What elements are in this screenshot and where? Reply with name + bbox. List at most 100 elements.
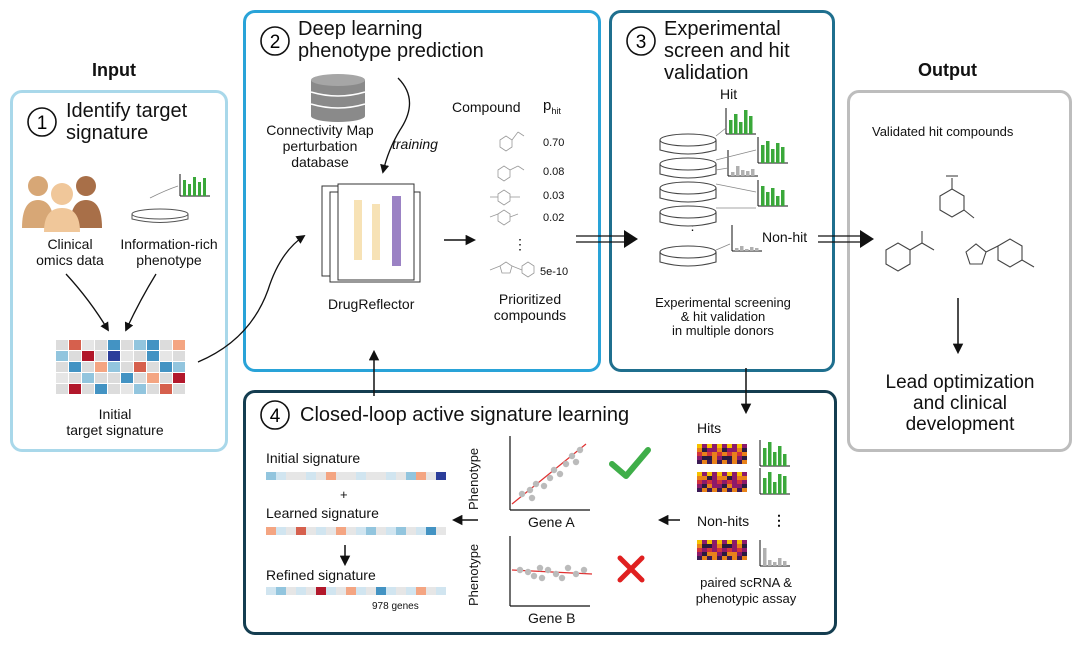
scrna-cell — [742, 484, 747, 488]
scatter-point — [540, 482, 548, 490]
scrna-cell — [712, 476, 717, 480]
scrna-cell — [712, 480, 717, 484]
nonhit-label: Non-hit — [762, 229, 808, 245]
svg-text:3: 3 — [636, 32, 647, 53]
scrna-cell — [732, 460, 737, 464]
heatmap-cell — [82, 351, 94, 361]
signature-cell — [336, 587, 346, 595]
db-line1: Connectivity Map — [266, 122, 374, 138]
scrna-cell — [712, 552, 717, 556]
scrna-cell — [732, 552, 737, 556]
scrna-cell — [712, 444, 717, 448]
heatmap-cell — [147, 351, 159, 361]
scrna-cell — [732, 476, 737, 480]
heatmap-cell — [108, 340, 120, 350]
scrna-cell — [742, 448, 747, 452]
bar — [776, 143, 780, 163]
cmap-database-label: Connectivity Map perturbation database — [250, 122, 390, 170]
prioritized-line1: Prioritized — [498, 291, 562, 307]
heatmap-cell — [108, 384, 120, 394]
signature-cell — [306, 587, 316, 595]
heatmap-cell — [160, 384, 172, 394]
scrna-cell — [702, 472, 707, 476]
scrna-cell — [727, 448, 732, 452]
scrna-cell — [732, 540, 737, 544]
signature-cell — [366, 472, 376, 480]
scrna-cell — [697, 460, 702, 464]
panel-identify-target — [10, 90, 228, 452]
layer-1-bar — [354, 200, 362, 260]
compound-structures — [489, 131, 535, 278]
scrna-cell — [707, 544, 712, 548]
bar — [740, 246, 744, 251]
scrna-cell — [732, 488, 737, 492]
bar — [763, 478, 767, 494]
heatmap-cell — [134, 351, 146, 361]
training-label: training — [392, 136, 438, 152]
signature-cell — [436, 472, 446, 480]
scrna-cell — [702, 544, 707, 548]
lead-line2: and clinical — [913, 393, 1007, 414]
phenotype-line2: phenotype — [136, 252, 202, 268]
scrna-cell — [697, 488, 702, 492]
heatmap-cell — [56, 351, 68, 361]
hits-bar-charts — [759, 440, 790, 567]
database-icon — [310, 74, 366, 122]
scrna-cell — [707, 548, 712, 552]
heatmap-cell — [82, 362, 94, 372]
svg-text:2: 2 — [270, 32, 281, 53]
heatmap-cell — [147, 384, 159, 394]
signature-cell — [426, 587, 436, 595]
scrna-cell — [722, 488, 727, 492]
scrna-cell — [712, 556, 717, 560]
scrna-cell — [737, 544, 742, 548]
check-icon — [609, 447, 651, 479]
scrna-cell — [712, 456, 717, 460]
scrna-cell — [722, 548, 727, 552]
heatmap-cell — [134, 362, 146, 372]
scrna-cell — [702, 480, 707, 484]
arrow-screen-to-output — [818, 230, 874, 248]
signature-cell — [316, 587, 326, 595]
bar — [773, 562, 777, 566]
heatmap-cell — [82, 384, 94, 394]
scrna-cell — [722, 460, 727, 464]
scrna-cell — [737, 480, 742, 484]
signature-cell — [356, 472, 366, 480]
scrna-cell — [717, 556, 722, 560]
heatmap-cell — [160, 362, 172, 372]
heatmap-cell — [56, 362, 68, 372]
scrna-cell — [697, 552, 702, 556]
paired-assay-label: paired scRNA & phenotypic assay — [676, 575, 816, 607]
screen-connectors — [715, 127, 757, 251]
heatmap-cell — [69, 340, 81, 350]
scrna-cell — [742, 444, 747, 448]
output-header: Output — [918, 60, 977, 80]
bar — [734, 114, 738, 134]
heatmap-cell — [121, 340, 133, 350]
heatmap-cell — [82, 373, 94, 383]
scrna-cell — [717, 476, 722, 480]
scatter-point — [526, 486, 534, 494]
scatter-point — [558, 574, 566, 582]
heatmap-cell — [134, 373, 146, 383]
scatter-point — [546, 474, 554, 482]
signature-cell — [296, 587, 306, 595]
heatmap-cell — [56, 384, 68, 394]
phenotype-line1: Information-rich — [120, 236, 218, 252]
heatmap-cell — [95, 362, 107, 372]
bar — [776, 196, 780, 206]
signature-cell — [356, 527, 366, 535]
scrna-cell — [742, 460, 747, 464]
scrna-cell — [742, 552, 747, 556]
layer-2-bar — [372, 204, 380, 260]
bar — [781, 147, 785, 163]
scrna-cell — [742, 540, 747, 544]
bar — [736, 166, 740, 176]
bar — [783, 476, 787, 494]
heatmap-cell — [69, 373, 81, 383]
signature-cell — [376, 527, 386, 535]
bar — [749, 116, 753, 134]
signature-cell — [396, 527, 406, 535]
scrna-cell — [707, 556, 712, 560]
